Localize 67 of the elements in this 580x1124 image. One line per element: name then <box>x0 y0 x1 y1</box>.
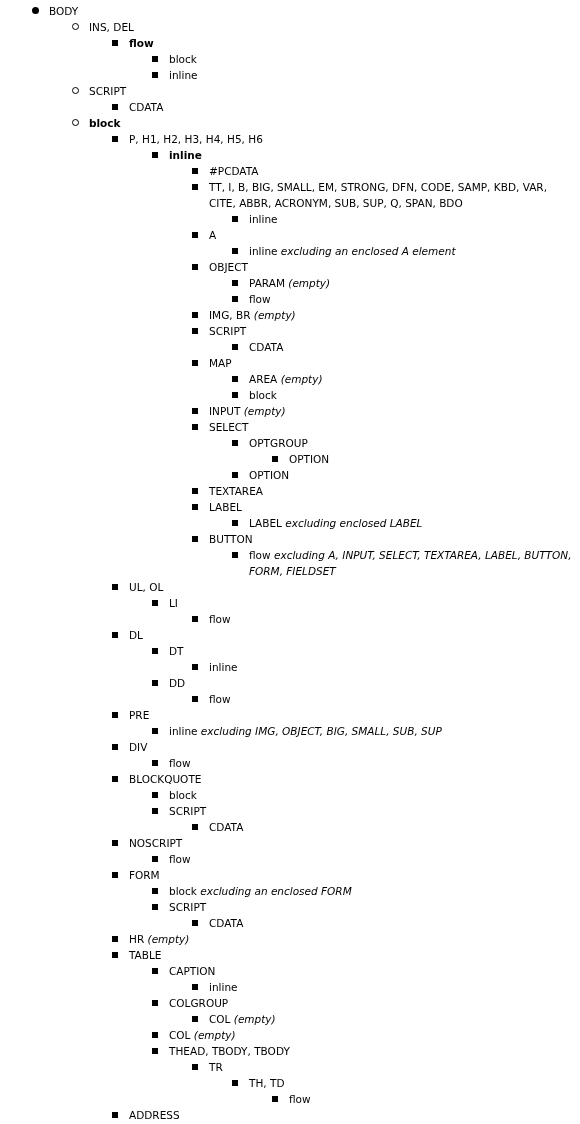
list-item-text: inline <box>209 660 238 675</box>
list-item-text: SCRIPT <box>209 324 247 339</box>
list-item-text: TR <box>209 1060 223 1075</box>
list-item-text: MAP <box>209 356 232 371</box>
list-item-text: CDATA <box>249 340 284 355</box>
list-item-text: COLGROUP <box>169 996 229 1011</box>
list-item-text: block <box>169 788 197 803</box>
list-item-text: flow <box>209 692 231 707</box>
list-item-text: SCRIPT <box>89 84 127 99</box>
list-item-text: INS, DEL <box>89 20 134 35</box>
list-item-text: TEXTAREA <box>209 484 263 499</box>
list-item-text: ADDRESS <box>129 1108 180 1123</box>
list-item-text: inline <box>249 212 278 227</box>
list-item-text: block excluding an enclosed FORM <box>169 884 352 899</box>
list-item-text: flow <box>169 756 191 771</box>
list-item-text: #PCDATA <box>209 164 259 179</box>
list-item-text: flow <box>129 36 154 51</box>
list-item-text: DL <box>129 628 143 643</box>
list-item-text: UL, OL <box>129 580 164 595</box>
list-item-text: flow <box>209 612 231 627</box>
list-item-text: PRE <box>129 708 150 723</box>
list-item-text: AREA (empty) <box>249 372 323 387</box>
list-item-text: TABLE <box>129 948 162 963</box>
list-item-text: NOSCRIPT <box>129 836 183 851</box>
list-item-text: OBJECT <box>209 260 248 275</box>
list-item-text: CDATA <box>209 820 244 835</box>
list-item-text: IMG, BR (empty) <box>209 308 296 323</box>
list-item-text: SELECT <box>209 420 249 435</box>
list-item-text: inline excluding IMG, OBJECT, BIG, SMALL, SUB, SUP <box>169 724 442 739</box>
list-item-text: BODY <box>49 4 79 19</box>
list-item-text: CAPTION <box>169 964 216 979</box>
list-item-text: block <box>89 116 121 131</box>
list-item-text: COL (empty) <box>209 1012 276 1027</box>
list-item-text: flow <box>169 852 191 867</box>
list-item-text: DD <box>169 676 186 691</box>
list-item-text: flow excluding A, INPUT, SELECT, TEXTAREA, LABEL, BUTTON, FORM, FIELDSET <box>249 548 573 579</box>
list-item-text: inline <box>169 148 202 163</box>
list-item-text: OPTION <box>289 452 330 467</box>
list-item-text: COL (empty) <box>169 1028 236 1043</box>
list-item-text: PARAM (empty) <box>249 276 331 291</box>
list-item-text: flow <box>249 292 271 307</box>
list-item-text: SCRIPT <box>169 804 207 819</box>
list-item-text: LABEL <box>209 500 242 515</box>
list-item-text: DT <box>169 644 184 659</box>
list-item-text: OPTION <box>249 468 290 483</box>
list-item-text: block <box>249 388 277 403</box>
list-item-text: inline excluding an enclosed A element <box>249 244 456 259</box>
list-item-text: flow <box>289 1092 311 1107</box>
list-item-text: TH, TD <box>249 1076 285 1091</box>
list-item-text: BUTTON <box>209 532 253 547</box>
list-item-text: SCRIPT <box>169 900 207 915</box>
list-item-text: CDATA <box>129 100 164 115</box>
list-item-text: LABEL excluding enclosed LABEL <box>249 516 423 531</box>
list-item-text: CDATA <box>209 916 244 931</box>
list-item-text: P, H1, H2, H3, H4, H5, H6 <box>129 132 263 147</box>
list-item-text: inline <box>209 980 238 995</box>
list-item-text: OPTGROUP <box>249 436 308 451</box>
list-item-text: BLOCKQUOTE <box>129 772 202 787</box>
list-item-text: FORM <box>129 868 160 883</box>
list-item-text: INPUT (empty) <box>209 404 286 419</box>
list-item-text: A <box>209 228 217 243</box>
list-item-text: block <box>169 52 197 67</box>
list-item-text: THEAD, TBODY, TBODY <box>169 1044 290 1059</box>
list-item-text: HR (empty) <box>129 932 190 947</box>
list-item-text: DIV <box>129 740 148 755</box>
list-item-text: inline <box>169 68 198 83</box>
list-item-text: LI <box>169 596 178 611</box>
